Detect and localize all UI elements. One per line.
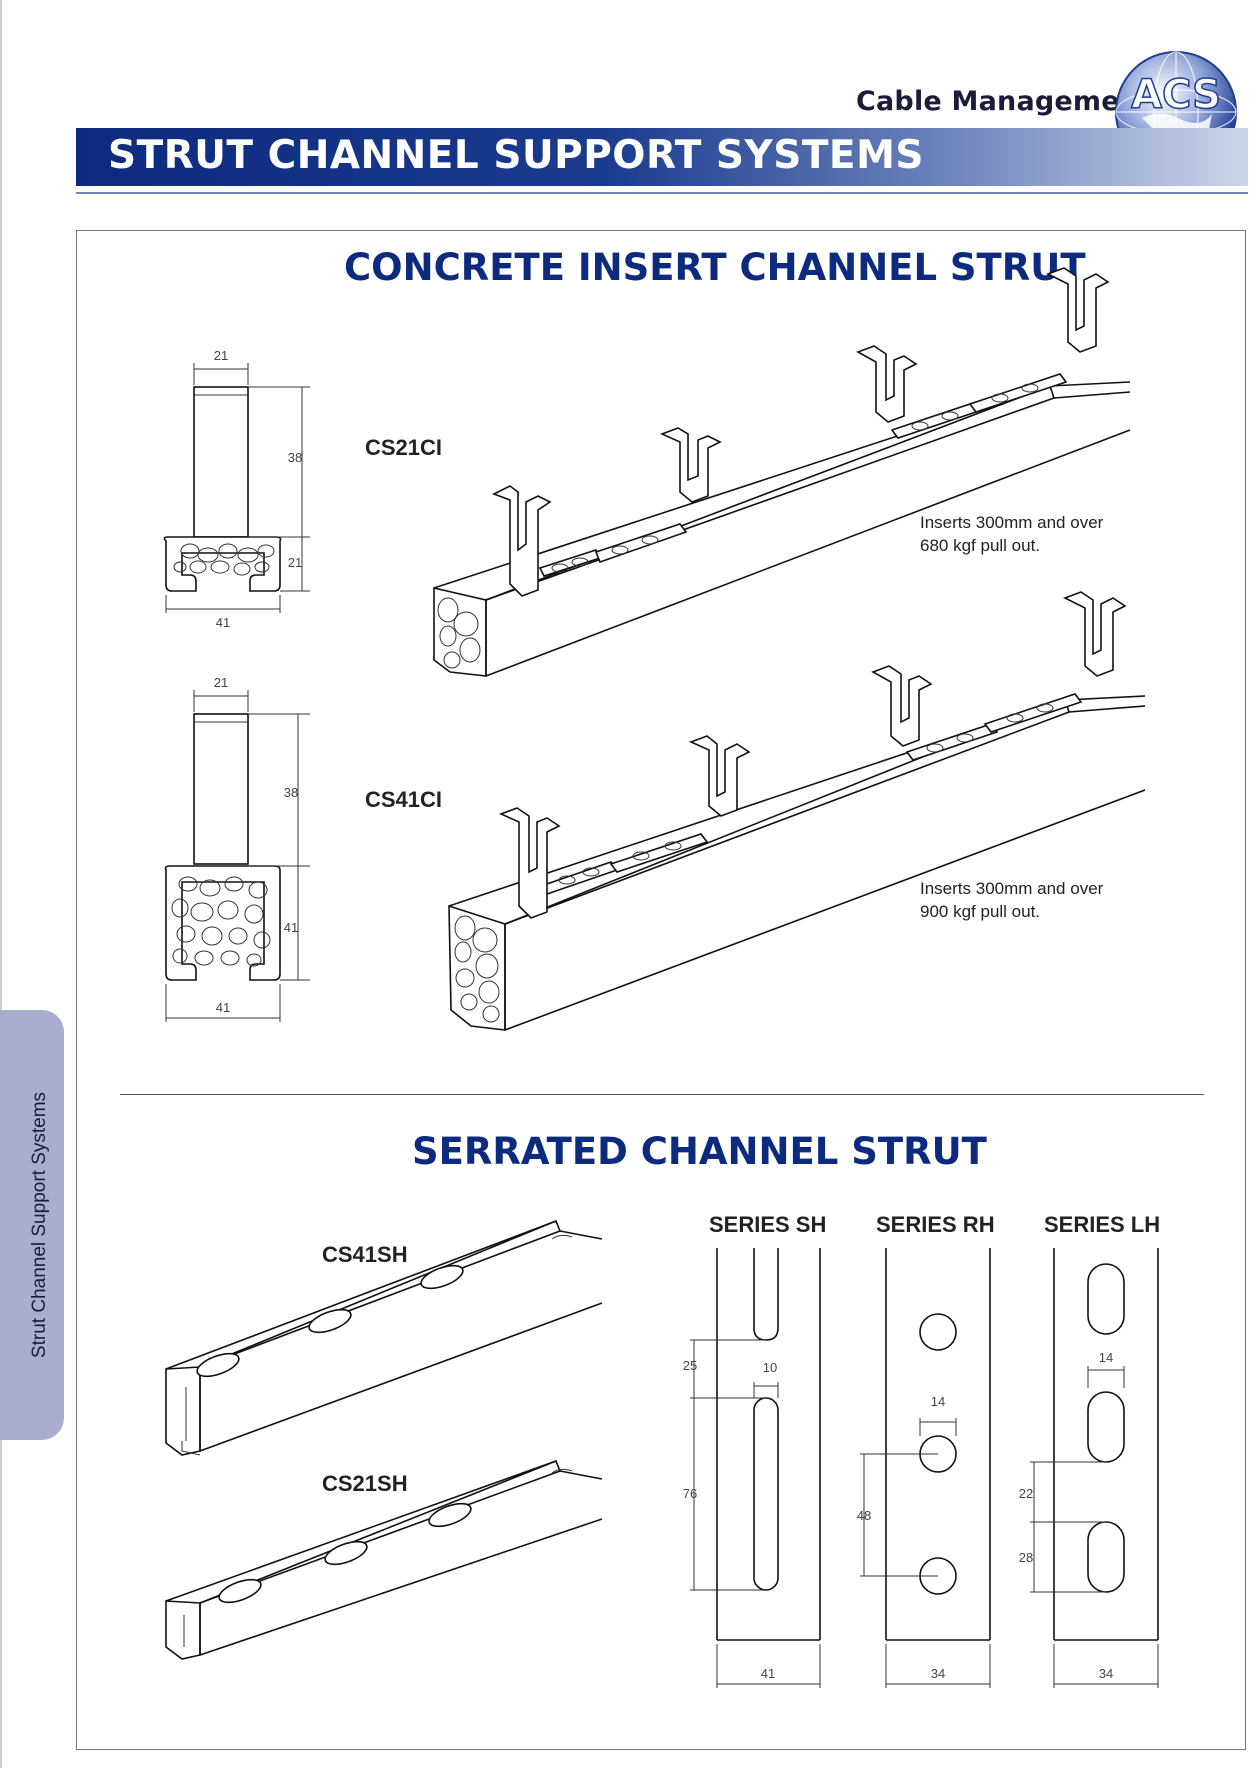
dim-label: 28 — [1019, 1550, 1033, 1565]
side-tab — [0, 1010, 64, 1440]
note-line: 680 kgf pull out. — [920, 536, 1041, 555]
side-tab-label: Strut Channel Support Systems — [29, 1091, 50, 1359]
dim-label: 25 — [683, 1358, 697, 1373]
product-code-cs41sh: CS41SH — [322, 1242, 408, 1267]
dim-label: 14 — [931, 1394, 945, 1409]
content-frame — [76, 230, 1246, 1750]
dim-label: 34 — [1099, 1666, 1113, 1681]
logo-text: ACS — [1131, 72, 1221, 118]
cs21ci-isometric-drawing — [433, 267, 1131, 677]
dim-label: 41 — [761, 1666, 775, 1681]
cs21sh-channel-drawing — [165, 1459, 603, 1660]
section-title-serrated: SERRATED CHANNEL STRUT — [412, 1130, 987, 1173]
page-title: STRUT CHANNEL SUPPORT SYSTEMS — [108, 133, 924, 178]
dim-label: 41 — [216, 1000, 230, 1015]
cs21ci-note: Inserts 300mm and over 680 kgf pull out. — [920, 511, 1103, 557]
note-line: 900 kgf pull out. — [920, 902, 1041, 921]
cs41ci-note: Inserts 300mm and over 900 kgf pull out. — [920, 877, 1103, 923]
cs41ci-cross-section: 21 38 41 41 — [164, 675, 310, 1022]
dim-label: 21 — [288, 555, 302, 570]
series-lh-label: SERIES LH — [1044, 1212, 1161, 1237]
product-code-cs21ci: CS21CI — [365, 435, 443, 460]
dim-label: 14 — [1099, 1350, 1113, 1365]
page-edge — [0, 0, 2, 1768]
dim-label: 34 — [931, 1666, 945, 1681]
dim-label: 22 — [1019, 1486, 1033, 1501]
note-line: Inserts 300mm and over — [920, 513, 1104, 532]
brand-label: Cable Management — [856, 86, 1153, 117]
dim-label: 38 — [288, 450, 302, 465]
cs41ci-isometric-drawing — [448, 591, 1146, 1031]
cs41sh-channel-drawing — [165, 1219, 603, 1456]
dim-label: 41 — [216, 615, 230, 630]
series-rh-label: SERIES RH — [876, 1212, 995, 1237]
dim-label: 10 — [763, 1360, 777, 1375]
cs21ci-cross-section: 21 38 21 41 — [163, 348, 310, 630]
title-banner — [76, 128, 1248, 186]
series-sh-drawing: 25 76 10 41 — [683, 1248, 821, 1688]
dim-label: 21 — [214, 348, 228, 363]
banner-rule — [76, 192, 1248, 194]
section-divider — [120, 1094, 1204, 1095]
note-line: Inserts 300mm and over — [920, 879, 1104, 898]
section-title-concrete: CONCRETE INSERT CHANNEL STRUT — [344, 246, 1086, 289]
dim-label: 48 — [857, 1508, 871, 1523]
dim-label: 38 — [284, 785, 298, 800]
dim-label: 76 — [683, 1486, 697, 1501]
dim-label: 21 — [214, 675, 228, 690]
series-sh-label: SERIES SH — [709, 1212, 827, 1237]
product-code-cs41ci: CS41CI — [365, 787, 443, 812]
series-lh-drawing: 14 22 28 34 — [1019, 1248, 1159, 1688]
product-code-cs21sh: CS21SH — [322, 1471, 408, 1496]
dim-label: 41 — [284, 920, 298, 935]
series-rh-drawing: 14 48 34 — [857, 1248, 991, 1688]
